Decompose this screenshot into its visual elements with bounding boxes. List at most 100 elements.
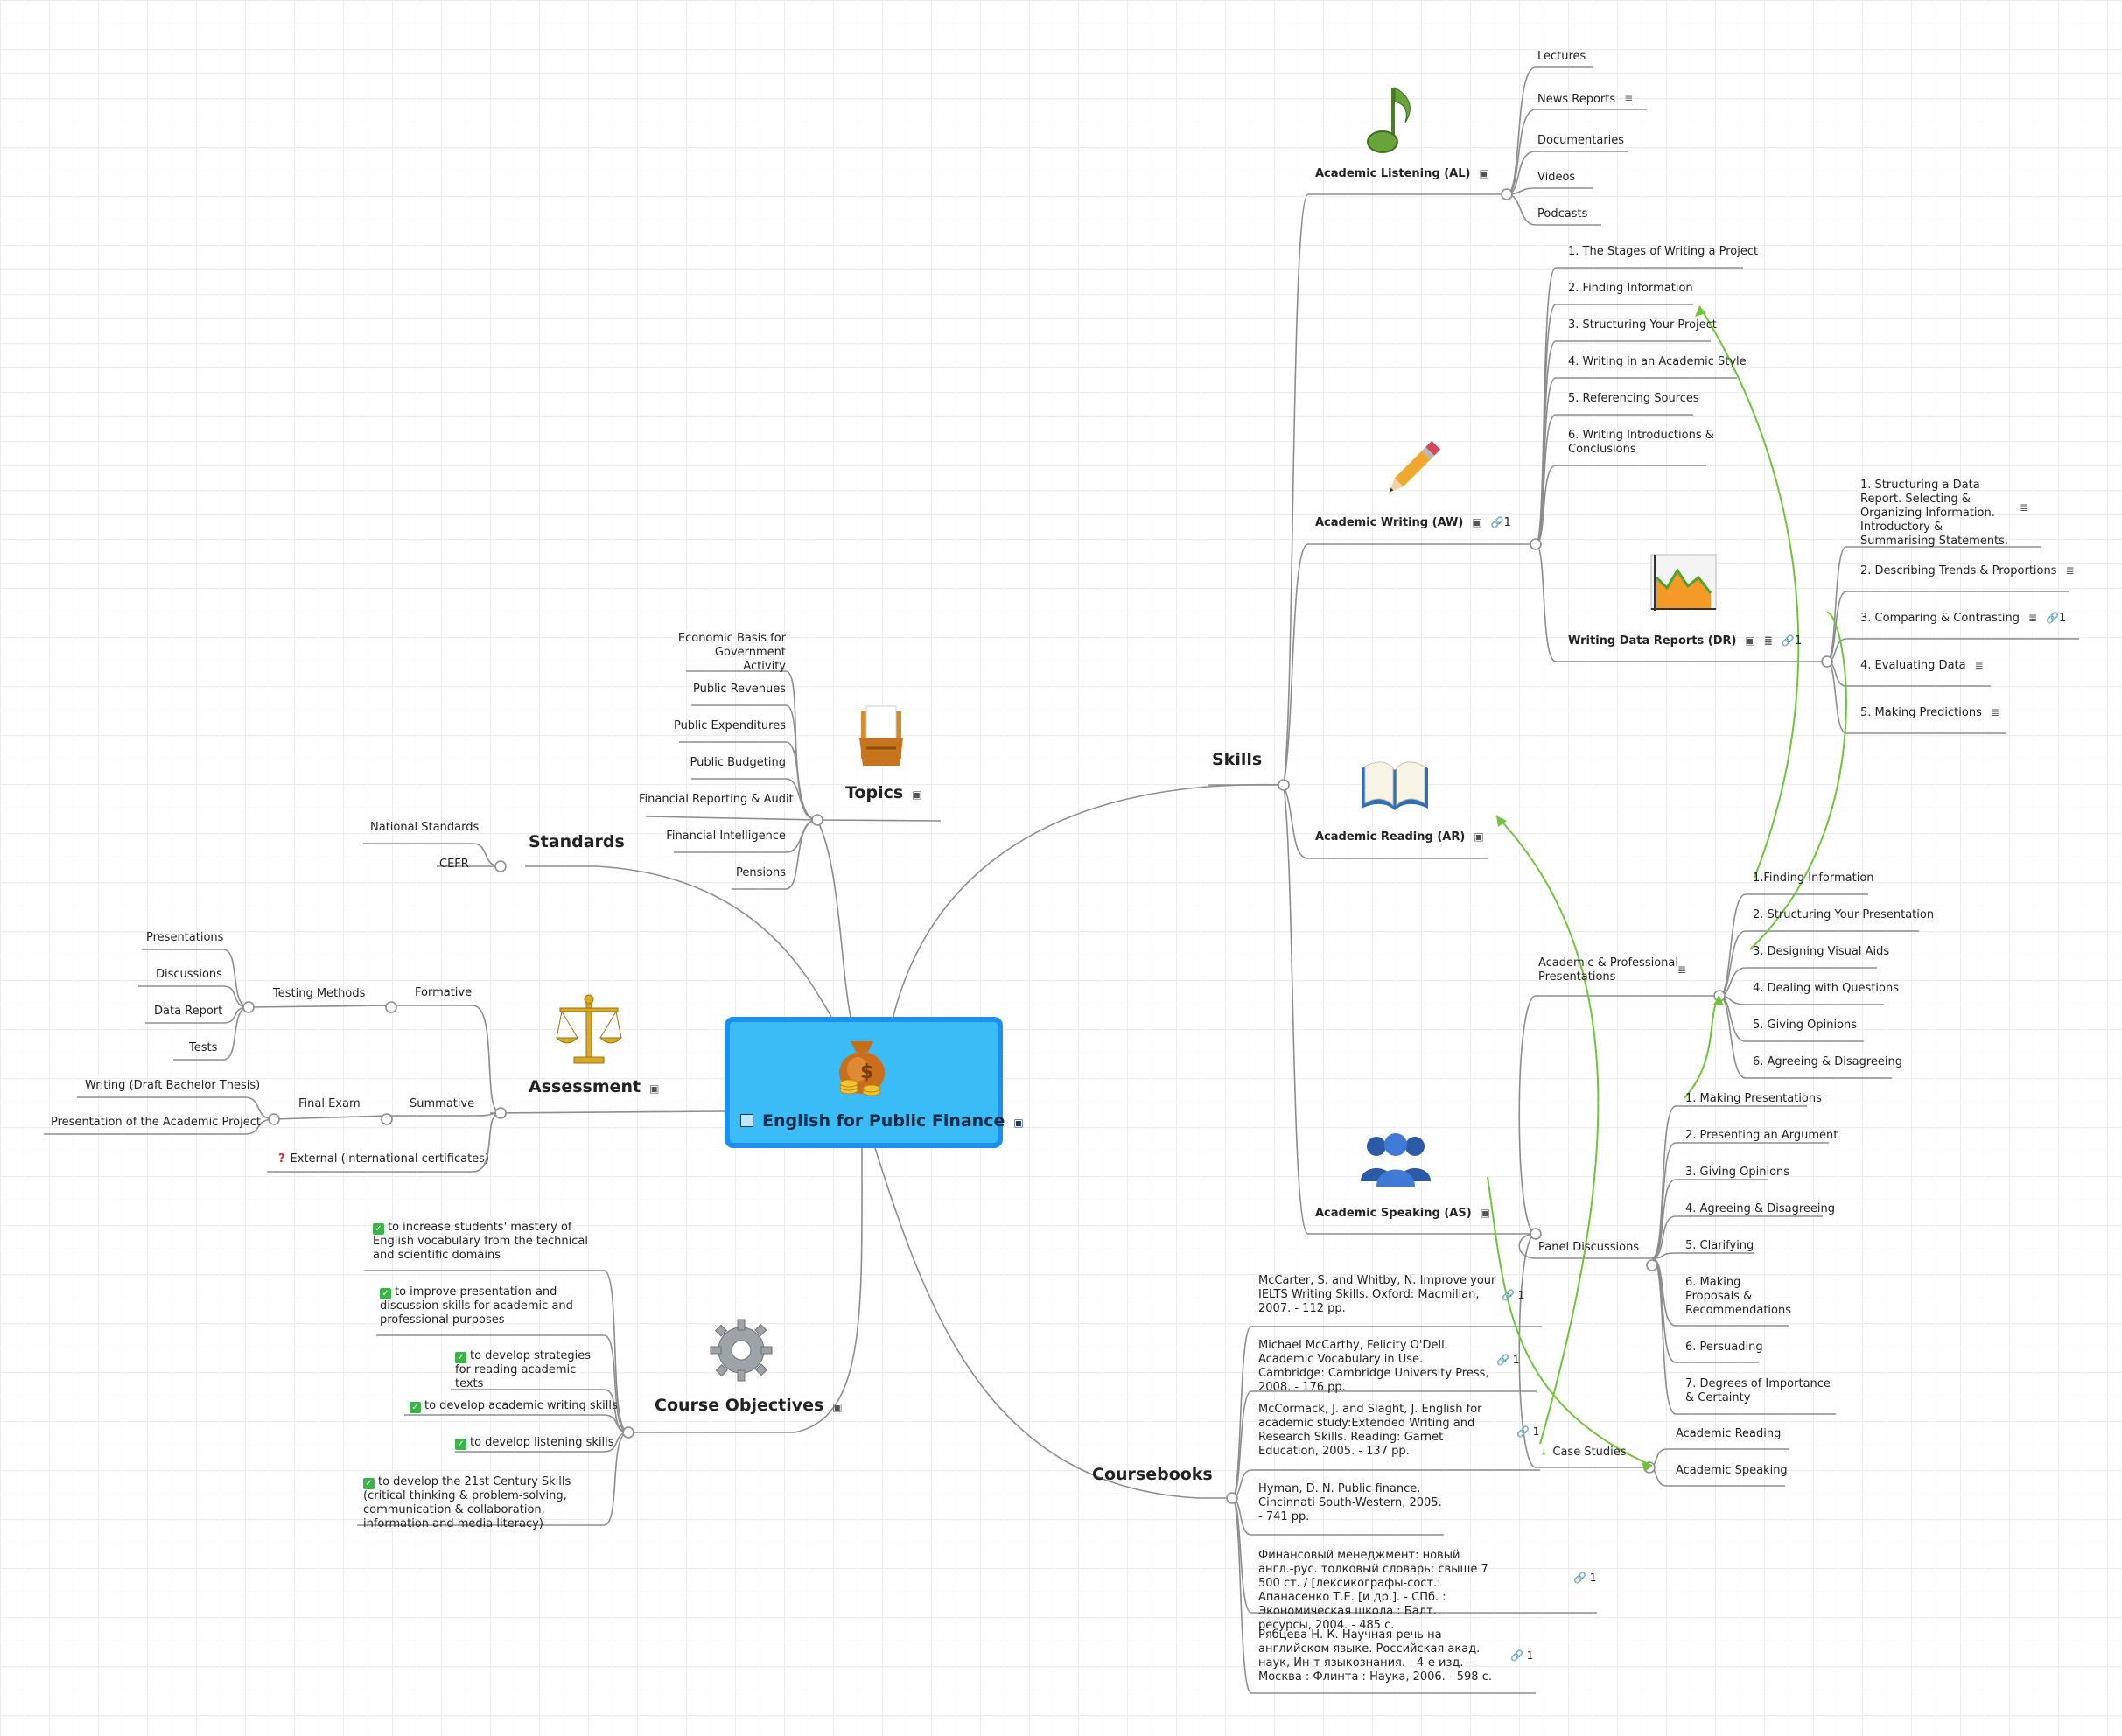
testing-method-item[interactable]: Tests	[189, 1041, 218, 1054]
objective-item[interactable]: ✓to improve presentation and discussion …	[380, 1285, 599, 1327]
notes-icon[interactable]: ≣	[1624, 93, 1634, 105]
notes-icon[interactable]: ≣	[1990, 706, 1999, 718]
coursebook-link[interactable]: 🔗 1	[1510, 1648, 1533, 1662]
standards-node[interactable]: Standards	[529, 832, 625, 851]
image-icon[interactable]: ▣	[912, 788, 922, 801]
data-report-item[interactable]: 4. Evaluating Data≣	[1860, 658, 1984, 673]
topics-node[interactable]: Topics▣	[845, 785, 922, 802]
presentation-item[interactable]: 2. Structuring Your Presentation	[1753, 908, 1935, 921]
objective-item[interactable]: ✓to increase students' mastery of Englis…	[373, 1221, 602, 1263]
coursebook-link[interactable]: 🔗 1	[1516, 1424, 1539, 1438]
presentations-node[interactable]: Academic & Professional Presentations	[1538, 956, 1687, 984]
listening-item[interactable]: Videos	[1537, 171, 1576, 184]
case-item[interactable]: Academic Speaking	[1676, 1464, 1788, 1477]
writing-item[interactable]: 1. The Stages of Writing a Project	[1568, 245, 1759, 258]
notes-icon[interactable]: ≣	[1763, 634, 1773, 647]
image-icon[interactable]: ▣	[1480, 1207, 1490, 1219]
listening-item[interactable]: Podcasts	[1537, 207, 1588, 220]
notes-icon[interactable]: ≣	[1677, 963, 1687, 976]
listening-item[interactable]: Documentaries	[1537, 134, 1625, 147]
notes-icon[interactable]: ≣	[2020, 501, 2029, 514]
listening-item[interactable]: Lectures	[1537, 50, 1586, 63]
notes-icon[interactable]: ≣	[2027, 612, 2038, 624]
coursebook-link[interactable]: 🔗 1	[1496, 1353, 1519, 1367]
cases-node[interactable]: ↓Case Studies	[1540, 1446, 1627, 1460]
final-exam-item[interactable]: Writing (Draft Bachelor Thesis)	[85, 1079, 261, 1092]
writing-node[interactable]: Academic Writing (AW)▣🔗1	[1315, 515, 1511, 530]
panel-item[interactable]: 5. Clarifying	[1685, 1239, 1754, 1252]
data-report-item[interactable]: 1. Structuring a Data Report. Selecting …	[1860, 479, 2009, 549]
link-icon[interactable]: 🔗	[1490, 516, 1504, 528]
data-report-item[interactable]: 2. Describing Trends & Proportions≣	[1860, 564, 2075, 578]
data-report-item[interactable]: 5. Making Predictions≣	[1860, 705, 1999, 720]
standards-item[interactable]: National Standards	[370, 821, 480, 834]
listening-node[interactable]: Academic Listening (AL)▣	[1315, 166, 1489, 181]
coursebook-item[interactable]: Рябцева Н. К. Научная речь на английском…	[1258, 1628, 1492, 1684]
writing-item[interactable]: 4. Writing in an Academic Style	[1568, 355, 1747, 368]
objective-item[interactable]: ✓to develop the 21st Century Skills (cri…	[363, 1475, 606, 1531]
presentation-item[interactable]: 3. Designing Visual Aids	[1753, 945, 1890, 958]
image-icon[interactable]: ▣	[1474, 830, 1484, 843]
assessment-node[interactable]: Assessment▣	[529, 1079, 660, 1096]
topic-item[interactable]: Public Expenditures	[673, 719, 786, 732]
panel-item[interactable]: 4. Agreeing & Disagreeing	[1685, 1202, 1836, 1215]
final-exam-node[interactable]: Final Exam	[298, 1097, 361, 1110]
link-icon[interactable]: 🔗	[2046, 612, 2059, 624]
data-reports-node[interactable]: Writing Data Reports (DR)▣≣🔗1	[1568, 634, 1802, 648]
testing-methods-node[interactable]: Testing Methods	[273, 987, 366, 1000]
writing-item[interactable]: 2. Finding Information	[1568, 282, 1693, 295]
panel-node[interactable]: Panel Discussions	[1538, 1241, 1640, 1254]
coursebook-item[interactable]: Финансовый менеджмент: новый англ.-рус. …	[1258, 1549, 1488, 1632]
writing-item[interactable]: 3. Structuring Your Project	[1568, 318, 1717, 332]
final-exam-item[interactable]: Presentation of the Academic Project	[51, 1116, 261, 1129]
summative-node[interactable]: Summative	[410, 1097, 475, 1110]
coursebook-item[interactable]: McCormack, J. and Slaght, J. English for…	[1258, 1403, 1482, 1458]
skills-node[interactable]: Skills	[1212, 750, 1263, 769]
testing-method-item[interactable]: Discussions	[156, 968, 222, 981]
coursebook-item[interactable]: Hyman, D. N. Public finance. Cincinnati …	[1258, 1482, 1442, 1523]
topic-item[interactable]: Pensions	[736, 866, 786, 879]
panel-item[interactable]: 2. Presenting an Argument	[1685, 1129, 1838, 1142]
external-node[interactable]: ?External (international certificates)	[278, 1152, 489, 1166]
listening-item[interactable]: News Reports≣	[1537, 92, 1633, 107]
presentation-item[interactable]: 6. Agreeing & Disagreeing	[1753, 1055, 1903, 1068]
topic-item[interactable]: Public Revenues	[693, 682, 786, 696]
image-icon[interactable]: ▣	[1013, 1116, 1024, 1129]
objective-item[interactable]: ✓to develop strategies for reading acade…	[455, 1349, 604, 1391]
image-icon[interactable]: ▣	[1472, 516, 1482, 528]
panel-item[interactable]: 7. Degrees of Importance & Certainty	[1685, 1377, 1831, 1404]
coursebook-item[interactable]: McCarter, S. and Whitby, N. Improve your…	[1258, 1274, 1496, 1315]
panel-item[interactable]: 1. Making Presentations	[1685, 1092, 1822, 1105]
panel-item[interactable]: 3. Giving Opinions	[1685, 1166, 1790, 1179]
coursebook-item[interactable]: Michael McCarthy, Felicity O'Dell. Acade…	[1258, 1339, 1489, 1394]
objective-item[interactable]: ✓to develop listening skills	[455, 1436, 614, 1450]
image-icon[interactable]: ▣	[1479, 167, 1489, 179]
writing-item[interactable]: 5. Referencing Sources	[1568, 392, 1699, 405]
checkbox-icon[interactable]	[740, 1114, 753, 1127]
topic-item[interactable]: Public Budgeting	[690, 756, 786, 769]
panel-item[interactable]: 6. Persuading	[1685, 1340, 1763, 1354]
standards-item[interactable]: CEFR	[439, 858, 469, 871]
presentation-item[interactable]: 4. Dealing with Questions	[1753, 982, 1899, 995]
panel-item[interactable]: 6. Making Proposals & Recommendations	[1685, 1276, 1792, 1317]
topic-item[interactable]: Financial Reporting & Audit	[639, 793, 794, 806]
reading-node[interactable]: Academic Reading (AR)▣	[1315, 830, 1484, 844]
writing-item[interactable]: 6. Writing Introductions & Conclusions	[1568, 429, 1714, 456]
objectives-node[interactable]: Course Objectives▣	[655, 1397, 843, 1414]
data-report-item[interactable]: 3. Comparing & Contrasting≣🔗1	[1860, 611, 2066, 626]
image-icon[interactable]: ▣	[832, 1401, 843, 1413]
topic-item[interactable]: Economic Basis for Government Activity	[677, 632, 786, 673]
coursebook-link[interactable]: 🔗 1	[1502, 1288, 1524, 1302]
speaking-node[interactable]: Academic Speaking (AS)▣	[1315, 1206, 1490, 1221]
link-icon[interactable]: 🔗	[1781, 634, 1795, 647]
presentation-item[interactable]: 1.Finding Information	[1753, 872, 1874, 885]
image-icon[interactable]: ▣	[649, 1082, 660, 1095]
objective-item[interactable]: ✓to develop academic writing skills	[410, 1399, 618, 1413]
topic-item[interactable]: Financial Intelligence	[666, 830, 786, 843]
image-icon[interactable]: ▣	[1745, 634, 1755, 647]
coursebook-link[interactable]: 🔗 1	[1573, 1571, 1596, 1585]
testing-method-item[interactable]: Presentations	[146, 931, 224, 944]
presentation-item[interactable]: 5. Giving Opinions	[1753, 1018, 1858, 1032]
root-title[interactable]: English for Public Finance▣	[740, 1113, 1024, 1130]
case-item[interactable]: Academic Reading	[1676, 1427, 1782, 1440]
